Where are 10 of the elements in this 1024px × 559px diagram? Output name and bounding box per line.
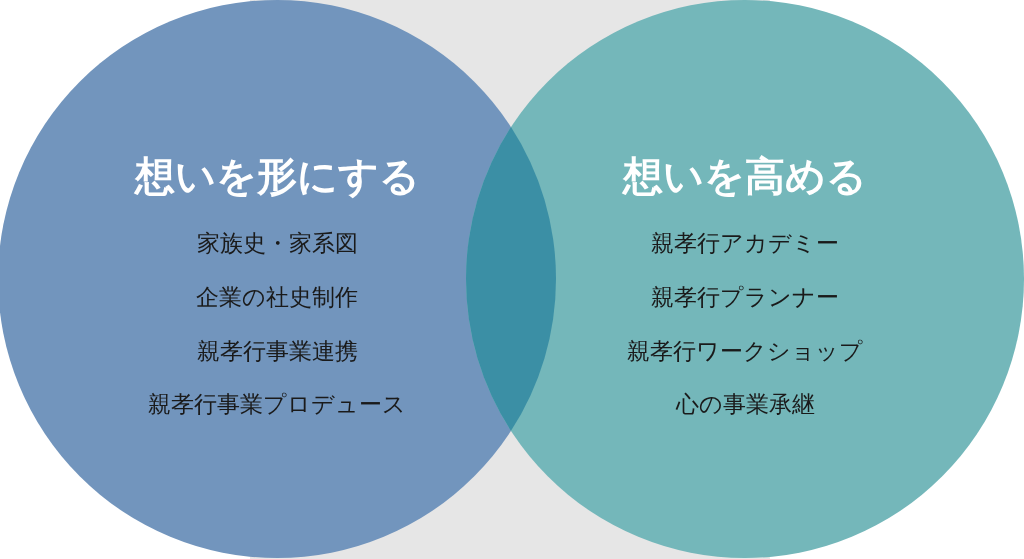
- list-item: 心の事業承継: [675, 390, 815, 420]
- list-item: 親孝行プランナー: [651, 283, 839, 313]
- list-item: 企業の社史制作: [196, 283, 358, 313]
- circle-heading: 想いを形にする: [134, 152, 420, 201]
- list-item: 親孝行事業連携: [196, 337, 358, 367]
- list-item: 親孝行事業プロデュース: [148, 390, 406, 420]
- list-item: 親孝行ワークショップ: [627, 337, 863, 367]
- list-item: 家族史・家系図: [196, 229, 358, 259]
- list-item: 親孝行アカデミー: [651, 229, 839, 259]
- circle-heading: 想いを高める: [623, 152, 867, 201]
